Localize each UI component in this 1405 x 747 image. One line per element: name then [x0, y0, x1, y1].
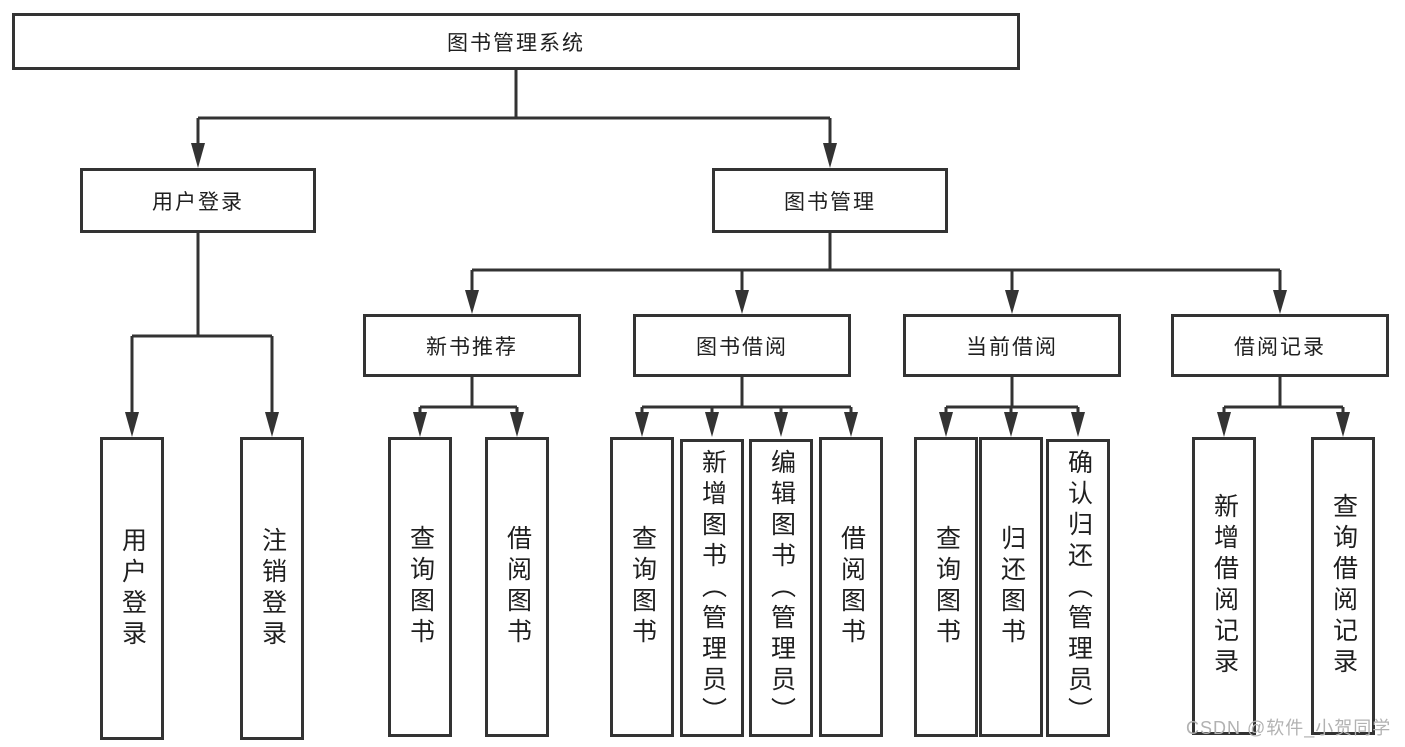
leaf-br-query-record: 查询借阅记录 — [1311, 437, 1375, 735]
arrow-icon — [1004, 412, 1018, 437]
leaf-cb-return-books-label: 归还图书 — [997, 525, 1026, 649]
arrow-icon — [1336, 412, 1350, 437]
arrow-icon — [265, 412, 279, 437]
leaf-nbr-borrow-books-label: 借阅图书 — [503, 525, 532, 649]
leaf-bb-query-books-label: 查询图书 — [628, 525, 657, 649]
node-system-root-label: 图书管理系统 — [447, 31, 585, 55]
leaf-cb-return-books: 归还图书 — [979, 437, 1043, 737]
node-book-management-label: 图书管理 — [784, 190, 876, 214]
node-borrowing-records: 借阅记录 — [1171, 314, 1389, 377]
leaf-bb-add-books-admin-label: 新增图书（管理员） — [698, 448, 727, 728]
arrow-icon — [705, 412, 719, 437]
leaf-user-login-label: 用户登录 — [118, 526, 147, 651]
connector-bookborrow-to-leaves — [640, 377, 853, 414]
leaf-cb-confirm-return-admin: 确认归还（管理员） — [1046, 439, 1110, 737]
leaf-cb-query-books: 查询图书 — [914, 437, 978, 737]
leaf-nbr-query-books-label: 查询图书 — [406, 525, 435, 649]
arrow-icon — [774, 412, 788, 437]
node-book-borrowing: 图书借阅 — [633, 314, 851, 377]
leaf-br-query-record-label: 查询借阅记录 — [1329, 493, 1358, 679]
node-user-login: 用户登录 — [80, 168, 316, 233]
leaf-bb-add-books-admin: 新增图书（管理员） — [680, 439, 744, 737]
leaf-bb-query-books: 查询图书 — [610, 437, 674, 737]
leaf-nbr-query-books: 查询图书 — [388, 437, 452, 737]
leaf-nbr-borrow-books: 借阅图书 — [485, 437, 549, 737]
node-borrowing-records-label: 借阅记录 — [1234, 335, 1326, 359]
arrow-icon — [844, 412, 858, 437]
node-user-login-label: 用户登录 — [152, 190, 244, 214]
leaf-bb-borrow-books: 借阅图书 — [819, 437, 883, 737]
node-book-management: 图书管理 — [712, 168, 948, 233]
connector-root-to-level2 — [196, 70, 832, 146]
arrow-icon — [125, 412, 139, 437]
node-system-root: 图书管理系统 — [12, 13, 1020, 70]
arrow-icon — [1273, 290, 1287, 314]
leaf-bb-edit-books-admin: 编辑图书（管理员） — [749, 439, 813, 737]
arrow-icon — [939, 412, 953, 437]
arrow-icon — [1005, 290, 1019, 314]
arrow-icon — [413, 412, 427, 437]
node-book-borrowing-label: 图书借阅 — [696, 335, 788, 359]
arrow-icon — [823, 143, 837, 168]
arrow-icon — [1071, 412, 1085, 437]
node-current-borrowing: 当前借阅 — [903, 314, 1121, 377]
leaf-cb-query-books-label: 查询图书 — [932, 525, 961, 649]
leaf-cb-confirm-return-admin-label: 确认归还（管理员） — [1064, 448, 1093, 728]
arrow-icon — [191, 143, 205, 168]
leaf-logout: 注销登录 — [240, 437, 304, 740]
leaf-br-add-record-label: 新增借阅记录 — [1210, 493, 1239, 679]
connector-currentborrow-to-leaves — [944, 377, 1080, 414]
arrow-icon — [465, 290, 479, 314]
leaf-user-login: 用户登录 — [100, 437, 164, 740]
leaf-bb-borrow-books-label: 借阅图书 — [837, 525, 866, 649]
node-current-borrowing-label: 当前借阅 — [966, 335, 1058, 359]
connector-bookmgmt-to-level3 — [470, 233, 1282, 292]
connector-records-to-leaves — [1222, 377, 1345, 414]
arrow-icon — [510, 412, 524, 437]
arrow-icon — [735, 290, 749, 314]
connector-newbook-to-leaves — [418, 377, 519, 414]
arrow-icon — [1217, 412, 1231, 437]
arrowheads — [125, 143, 1350, 437]
csdn-watermark: CSDN @软件_小贺同学 — [1186, 718, 1392, 738]
arrow-icon — [635, 412, 649, 437]
node-new-book-recommendation: 新书推荐 — [363, 314, 581, 377]
leaf-logout-label: 注销登录 — [258, 526, 287, 651]
leaf-bb-edit-books-admin-label: 编辑图书（管理员） — [767, 448, 796, 728]
node-new-book-recommendation-label: 新书推荐 — [426, 335, 518, 359]
connector-userlogin-to-leaves — [130, 233, 274, 414]
leaf-br-add-record: 新增借阅记录 — [1192, 437, 1256, 735]
